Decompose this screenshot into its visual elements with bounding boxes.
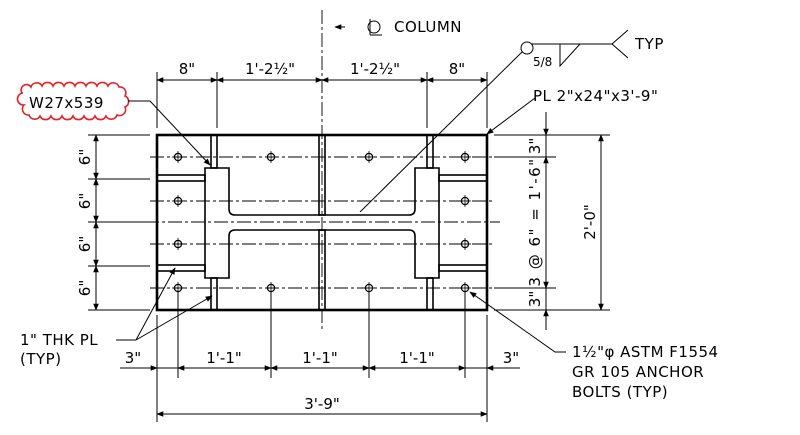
top-dim-2: 1'-2½" [245, 60, 295, 78]
bolt-callout-line2: GR 105 ANCHOR [572, 363, 704, 381]
anchor-bolt [363, 151, 375, 163]
bolt-row-centerlines [145, 156, 500, 289]
right-edge-bottom-dim: 3" [526, 291, 544, 307]
bottom-dim-4: 1'-1" [399, 349, 435, 367]
anchor-bolt [459, 238, 471, 250]
overall-width-dim: 3'-9" [304, 395, 340, 413]
column-centerline [321, 10, 345, 330]
top-dim-4: 8" [449, 60, 465, 78]
centerline-symbol [367, 19, 382, 36]
stiffener-leaders [116, 267, 213, 341]
left-dimension-lines [88, 134, 150, 311]
anchor-bolt [172, 151, 184, 163]
column-w-shape [204, 167, 440, 279]
right-edge-top-dim: 3" [526, 138, 544, 154]
anchor-bolt [172, 238, 184, 250]
bottom-dim-5: 3" [503, 349, 519, 367]
plate-callout: PL 2"x24"x3'-9" [533, 87, 658, 105]
plate-leader [486, 97, 536, 135]
right-dimension-lines [494, 112, 610, 330]
left-dim-1: 6" [76, 149, 94, 165]
anchor-bolt [459, 151, 471, 163]
bolt-callout-line3: BOLTS (TYP) [572, 383, 668, 401]
bottom-dimension-lines [120, 292, 520, 422]
weld-typ-label: TYP [634, 35, 664, 53]
stiffener-callout-line2: (TYP) [20, 350, 62, 368]
member-callout: W27x539 [29, 94, 104, 112]
member-leader [128, 100, 211, 166]
weld-size: 5/8 [533, 55, 552, 69]
right-spacing-dim: 3 @ 6" = 1'-6" [526, 157, 544, 286]
bolt-leader [469, 291, 566, 353]
bottom-dim-3: 1'-1" [302, 349, 338, 367]
stiffener-plates [156, 134, 488, 311]
revision-cloud [16, 81, 130, 121]
anchor-bolt [459, 195, 471, 207]
top-dim-1: 8" [179, 60, 195, 78]
bolt-callout-line1: 1½"φ ASTM F1554 [572, 343, 719, 361]
column-label: COLUMN [394, 18, 462, 36]
left-dim-4: 6" [76, 280, 94, 296]
left-dim-3: 6" [76, 236, 94, 252]
right-overall-dim: 2'-0" [581, 204, 599, 240]
anchor-bolt [172, 195, 184, 207]
stiffener-callout-line1: 1" THK PL [20, 331, 98, 349]
anchor-bolts [172, 151, 471, 294]
top-dimension-lines [156, 72, 488, 128]
top-dim-3: 1'-2½" [350, 60, 400, 78]
bottom-dim-1: 3" [125, 349, 141, 367]
weld-symbol [359, 29, 629, 213]
bottom-dim-2: 1'-1" [206, 349, 242, 367]
left-dim-2: 6" [76, 193, 94, 209]
anchor-bolt [265, 151, 277, 163]
